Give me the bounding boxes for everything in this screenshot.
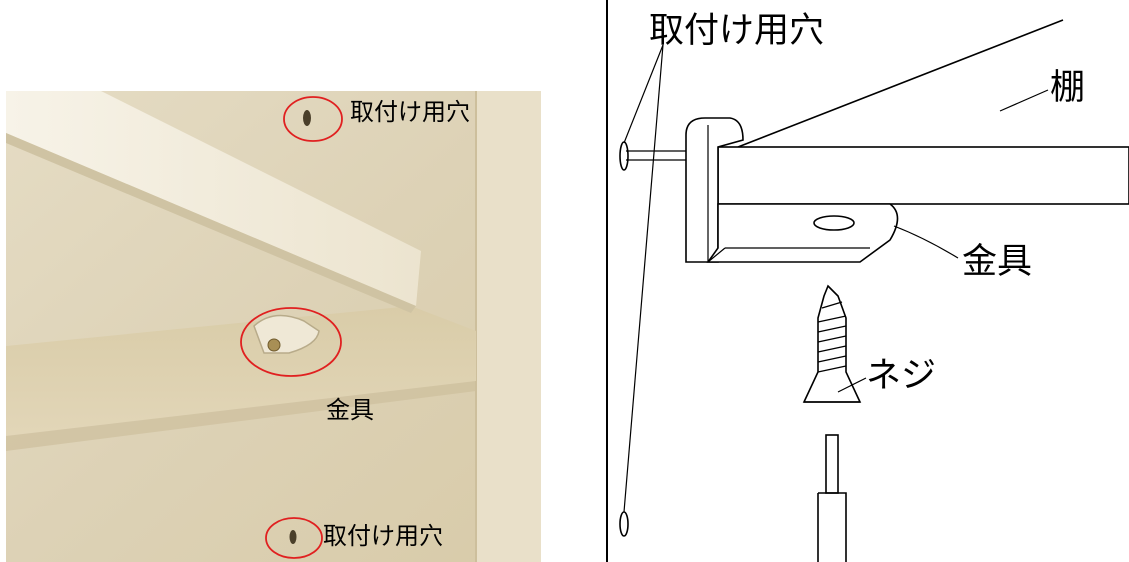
photo-label-top-hole: 取付け用穴 — [350, 98, 470, 126]
bracket-horizontal-plate — [706, 203, 899, 263]
top-hole-highlight — [283, 96, 343, 142]
bracket-vertical-plate — [685, 117, 744, 263]
bracket-highlight — [240, 307, 342, 377]
bracket-diagram-art — [606, 0, 1129, 562]
diagram-upper-hole — [619, 141, 629, 171]
side-panel — [476, 91, 541, 562]
diagram-label-shelf: 棚 — [1050, 68, 1086, 108]
shelf-front-edge — [6, 91, 421, 306]
diagram-label-bracket: 金具 — [962, 242, 1033, 282]
diagram-label-screw: ネジ — [866, 356, 937, 396]
photo-label-bottom-hole: 取付け用穴 — [323, 522, 443, 550]
bottom-mount-hole — [289, 530, 297, 544]
screwdriver-shaft — [825, 434, 839, 494]
top-mount-hole — [303, 110, 311, 126]
bracket-diagram — [560, 0, 1129, 562]
shelf-top-edge — [737, 19, 1064, 148]
diagram-label-mount-hole: 取付け用穴 — [649, 11, 825, 51]
photo-label-bracket: 金具 — [326, 396, 374, 424]
cabinet-photo-art — [6, 91, 541, 562]
cabinet-photo — [6, 91, 541, 562]
bottom-hole-highlight — [265, 517, 323, 559]
shelf-underside — [6, 306, 476, 436]
diagram-lower-hole — [619, 511, 629, 537]
bracket-screw-hole — [813, 215, 855, 231]
screwdriver-handle — [817, 492, 847, 562]
bracket-screw — [267, 338, 281, 352]
shelf-front — [717, 146, 1129, 205]
